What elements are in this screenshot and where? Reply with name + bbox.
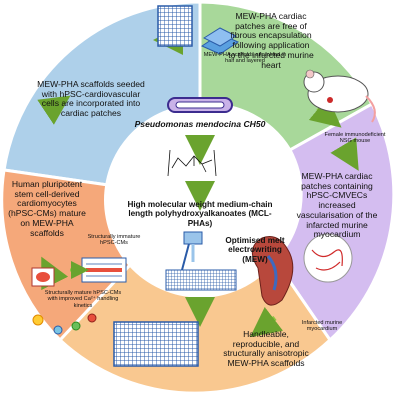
segment-right-text: MEW-PHA cardiac patches containing hPSC-… xyxy=(296,171,378,240)
mouse-label: Female immunodeficient NSG mouse xyxy=(324,132,386,145)
mew-printer-icon xyxy=(165,231,237,291)
cardiomyocyte-icon xyxy=(31,257,127,335)
bacterium-icon xyxy=(167,97,233,113)
heart-label: Infarcted murine myocardium xyxy=(301,320,343,333)
immature-cms-label: Structurally immature hPSC-CMs xyxy=(87,234,141,247)
arrow-icon xyxy=(37,95,71,125)
scaffold-grid-icon xyxy=(157,5,240,55)
arrow-icon xyxy=(330,137,359,171)
heart-icon xyxy=(251,233,353,306)
segment-bottom-text: Handleable, reproducible, and structural… xyxy=(223,329,309,369)
organism-label: Pseudomonas mendocina CH50 xyxy=(134,119,266,129)
segment-right xyxy=(273,101,396,343)
polymer-label: High molecular weight medium-chain lengt… xyxy=(127,200,273,228)
segment-top-right-text: MEW-PHA cardiac patches are free of fibr… xyxy=(228,11,314,70)
segment-left-text: Human pluripotent stem cell-derived card… xyxy=(8,179,86,238)
polymer-structure-icon xyxy=(167,149,217,177)
mouse-icon xyxy=(303,69,376,123)
scaffold-grid-icon xyxy=(113,321,199,367)
process-label: Optimised melt electrowriting (MEW) xyxy=(225,236,285,264)
segment-top-left-text: MEW-PHA scaffolds seeded with hPSC-cardi… xyxy=(37,79,145,119)
arrow-icon xyxy=(250,306,284,338)
arrow-icon xyxy=(308,96,342,128)
folded-scaffolds-label: MEW-PHA scaffolds are folded in half and… xyxy=(203,52,287,65)
mature-cms-label: Structurally mature hPSC-CMs with improv… xyxy=(44,290,122,309)
